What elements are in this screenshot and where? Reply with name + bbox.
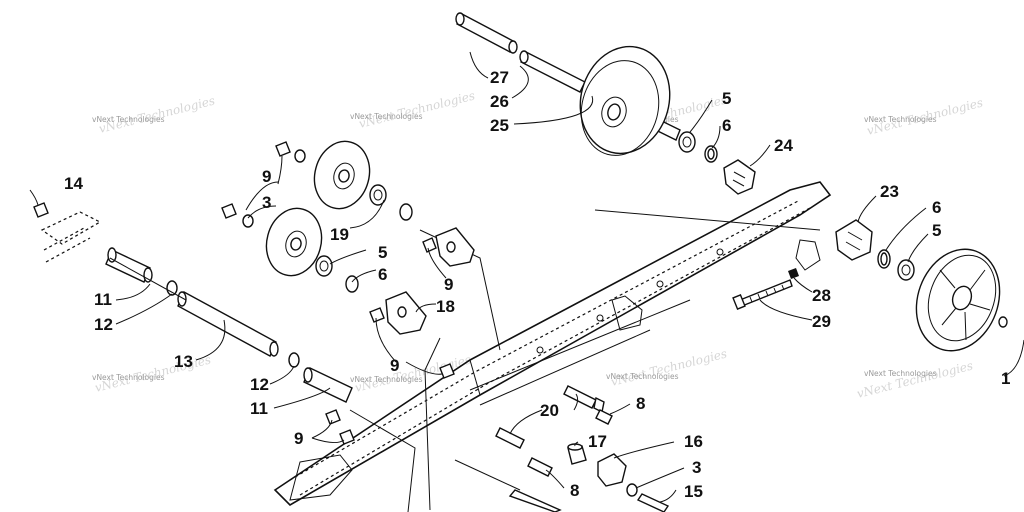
- callout-23: 23: [880, 182, 899, 201]
- leader-lines: [29, 51, 1024, 503]
- watermark-shadow: vNext Technologies: [609, 346, 728, 388]
- spacer-17: [567, 443, 587, 465]
- callout-9: 9: [444, 275, 453, 294]
- callout-9: 9: [390, 356, 399, 375]
- mid-nuts-washers: [221, 141, 306, 228]
- callout-20: 20: [540, 401, 559, 420]
- watermark: vNext Technologies: [92, 373, 165, 382]
- callout-16: 16: [684, 432, 703, 451]
- callout-3: 3: [262, 193, 271, 212]
- bolt-29: [732, 268, 799, 310]
- bolt-leader: [469, 299, 691, 391]
- axle-leader: [424, 337, 441, 511]
- callout-6: 6: [722, 116, 731, 135]
- mid-bearings: [315, 184, 413, 293]
- callout-1: 1: [1001, 369, 1010, 388]
- callout-27: 27: [490, 68, 509, 87]
- callout-3: 3: [692, 458, 701, 477]
- watermark: vNext Technologies: [92, 115, 165, 124]
- left-shaft-assembly: [105, 247, 353, 403]
- callout-26: 26: [490, 92, 509, 111]
- mid-wheel-upper: [313, 140, 371, 210]
- callout-9: 9: [294, 429, 303, 448]
- callout-labels: 27 26 25 5 6 24 23 6 5 1 28 29 14 11 12 …: [64, 68, 1010, 501]
- callout-8: 8: [636, 394, 645, 413]
- large-idler-wheel: [579, 45, 671, 156]
- slide-rail-frame: [273, 181, 832, 507]
- callout-5: 5: [932, 221, 941, 240]
- callout-6: 6: [378, 265, 387, 284]
- watermark-shadow: vNext Technologies: [855, 358, 974, 400]
- callout-5: 5: [378, 243, 387, 262]
- callout-11: 11: [250, 399, 268, 418]
- callout-14: 14: [64, 174, 83, 193]
- adjuster-cam-16: [597, 453, 670, 512]
- bearing-upper: [678, 131, 718, 163]
- callout-9: 9: [262, 167, 271, 186]
- axle-leader: [349, 409, 416, 512]
- left-rail-fragment: [40, 211, 102, 263]
- mid-wheel-lower: [265, 207, 323, 277]
- watermark: vNext Technologies: [350, 112, 423, 121]
- callout-17: 17: [588, 432, 607, 451]
- watermark: vNext Technologies: [606, 372, 679, 381]
- bolt-leader: [454, 459, 521, 491]
- callout-19: 19: [330, 225, 349, 244]
- nut-14: [33, 202, 49, 218]
- callout-11: 11: [94, 290, 112, 309]
- callout-25: 25: [490, 116, 509, 135]
- rear-idler-wheel: [915, 248, 1008, 352]
- spacer-24: [723, 159, 756, 195]
- callout-24: 24: [774, 136, 793, 155]
- watermark-shadow: vNext Technologies: [357, 88, 476, 130]
- callout-18: 18: [436, 297, 455, 316]
- callout-29: 29: [812, 312, 831, 331]
- bracket-18-lower: [369, 291, 427, 335]
- bracket-18-upper: [422, 227, 475, 267]
- callout-15: 15: [684, 482, 703, 501]
- watermark: vNext Technologies: [864, 369, 937, 378]
- callout-12: 12: [250, 375, 269, 394]
- watermark: vNext Technologies: [864, 115, 937, 124]
- bearing-right: [877, 249, 915, 281]
- callout-8: 8: [570, 481, 579, 500]
- callout-6: 6: [932, 198, 941, 217]
- axle-centerline: [594, 209, 821, 231]
- callout-12: 12: [94, 315, 113, 334]
- spacer-23: [835, 219, 873, 261]
- bolts: [495, 385, 613, 512]
- callout-28: 28: [812, 286, 831, 305]
- callout-5: 5: [722, 89, 731, 108]
- callout-13: 13: [174, 352, 193, 371]
- lower-nuts: [325, 363, 455, 445]
- watermark: vNext Technologies: [350, 375, 423, 384]
- bolt-leader: [479, 329, 651, 406]
